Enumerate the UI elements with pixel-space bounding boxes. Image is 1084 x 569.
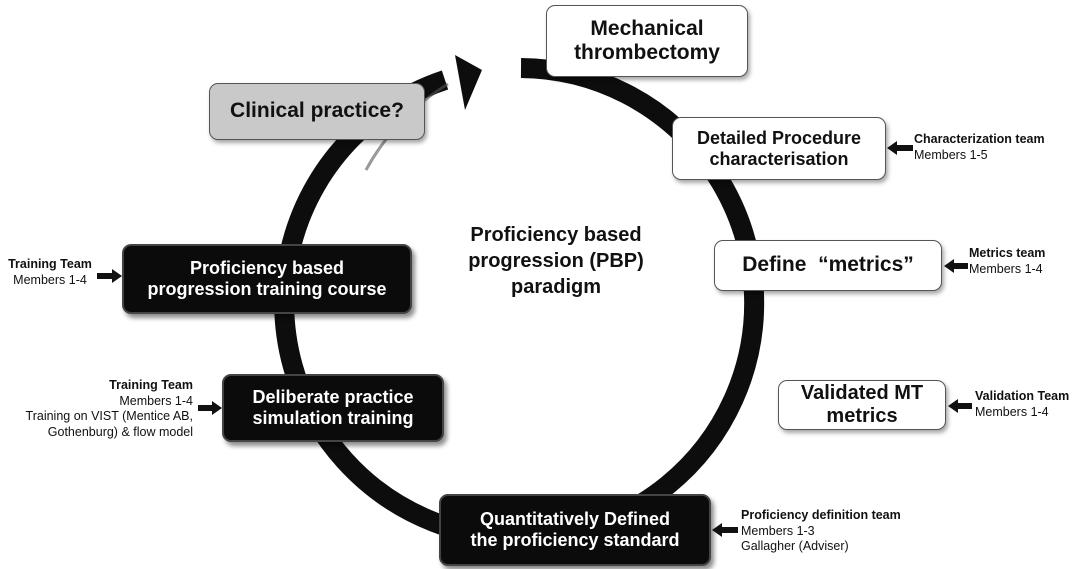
team-proficiency-members: Members 1-3 <box>741 523 815 538</box>
team-proficiency-name: Proficiency definition team <box>741 508 901 522</box>
arrow-metrics <box>944 259 968 273</box>
step-metrics-label: Define “metrics” <box>742 253 914 277</box>
step-characterisation-line1: Detailed Procedure <box>696 127 862 148</box>
team-training-sim-note2: Gothenburg) & flow model <box>47 424 193 439</box>
step-clinical-practice: Clinical practice? <box>209 83 425 140</box>
team-proficiency-definition: Proficiency definition team Members 1-3 … <box>741 508 901 555</box>
step-deliberate-practice: Deliberate practice simulation training <box>222 374 444 442</box>
step-course-line1: Proficiency based <box>189 258 345 279</box>
team-proficiency-adviser: Gallagher (Adviser) <box>741 539 849 554</box>
paradigm-title: Proficiency based progression (PBP) para… <box>450 222 662 300</box>
team-training-course: Training Team Members 1-4 <box>4 257 96 288</box>
step-deliberate-line1: Deliberate practice <box>252 387 414 408</box>
team-training-sim-note1: Training on VIST (Mentice AB, <box>25 409 193 424</box>
step-training-course: Proficiency based progression training c… <box>122 244 412 314</box>
team-training-course-name: Training Team <box>8 257 92 271</box>
step-standard-line1: Quantitatively Defined <box>479 509 671 530</box>
step-proficiency-standard: Quantitatively Defined the proficiency s… <box>439 494 711 566</box>
step-standard-line2: the proficiency standard <box>470 530 680 550</box>
team-training-course-members: Members 1-4 <box>13 272 87 287</box>
team-training-sim-name: Training Team <box>109 378 193 392</box>
step-mechanical-line2: thrombectomy <box>574 41 720 64</box>
paradigm-title-line2: progression (PBP) <box>468 250 644 272</box>
step-characterisation-line2: characterisation <box>709 148 849 169</box>
step-deliberate-line2: simulation training <box>252 408 414 428</box>
team-characterization-members: Members 1-5 <box>914 147 988 162</box>
team-metrics: Metrics team Members 1-4 <box>969 246 1045 277</box>
team-validation: Validation Team Members 1-4 <box>975 389 1069 420</box>
step-define-metrics: Define “metrics” <box>714 240 942 291</box>
team-characterization-name: Characterization team <box>914 132 1045 146</box>
team-characterization: Characterization team Members 1-5 <box>914 132 1045 163</box>
cycle-arrowhead <box>455 55 482 110</box>
team-metrics-members: Members 1-4 <box>969 261 1043 276</box>
step-mechanical-thrombectomy: Mechanical thrombectomy <box>546 5 748 77</box>
step-clinical-label: Clinical practice? <box>230 99 404 123</box>
step-mechanical-line1: Mechanical <box>590 16 704 40</box>
arrow-proficiency <box>712 523 738 537</box>
paradigm-title-line3: paradigm <box>510 276 602 298</box>
team-training-sim: Training Team Members 1-4 Training on VI… <box>0 378 193 441</box>
team-metrics-name: Metrics team <box>969 246 1046 260</box>
paradigm-title-line1: Proficiency based <box>470 224 642 246</box>
arrow-validation <box>948 399 972 413</box>
arrow-training-sim <box>198 401 222 415</box>
arrow-characterization <box>887 141 913 155</box>
team-validation-name: Validation Team <box>975 389 1070 403</box>
step-validated-label: Validated MT metrics <box>800 382 924 427</box>
team-training-sim-members: Members 1-4 <box>119 393 193 408</box>
step-course-line2: progression training course <box>147 279 387 299</box>
arrow-training-course <box>97 269 122 283</box>
step-validated-metrics: Validated MT metrics <box>778 380 946 430</box>
team-validation-members: Members 1-4 <box>975 404 1049 419</box>
step-procedure-characterisation: Detailed Procedure characterisation <box>672 117 886 180</box>
